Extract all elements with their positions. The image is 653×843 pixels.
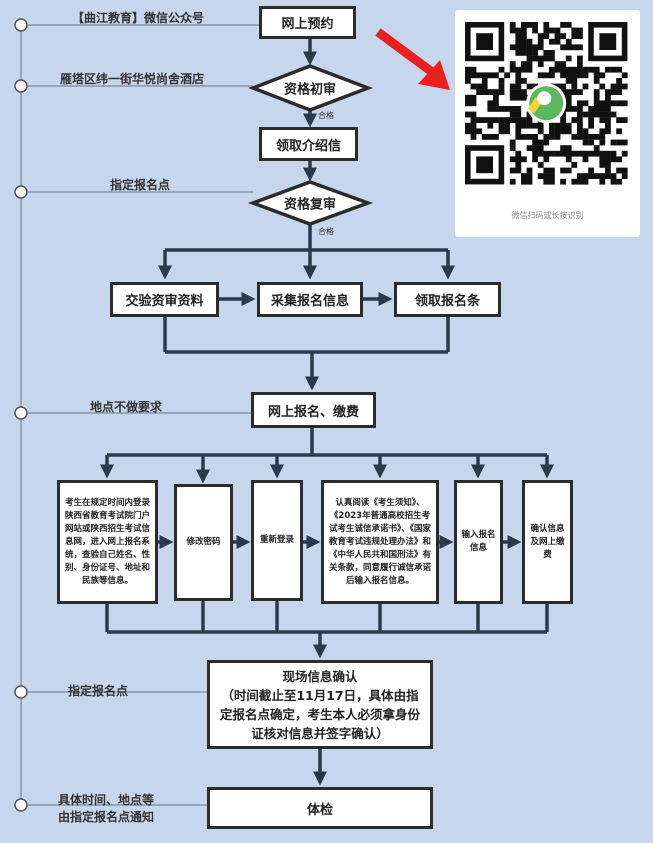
substep-read-pledge: 认真阅读《考生须知》、《2023年普通高校招生考试考生诚信承诺书》、《国家教育考… bbox=[321, 480, 439, 604]
substep-relogin: 重新登录 bbox=[251, 480, 303, 601]
timeline-nodes bbox=[14, 18, 28, 812]
onsite-confirm-detail: （时间截止至11月17日，具体由指定报名点确定，考生本人必须拿身份证核对信息并签… bbox=[219, 687, 420, 741]
substep-input-info: 输入报名信息 bbox=[454, 480, 503, 604]
pass-label-1: 合格 bbox=[318, 111, 334, 120]
timeline-label-2: 雁塔区纬一街华悦尚舍酒店 bbox=[60, 72, 205, 86]
get-letter-box: 领取介绍信 bbox=[259, 127, 358, 161]
timeline-label-5: 指定报名点 bbox=[68, 684, 129, 698]
qr-code[interactable] bbox=[455, 10, 640, 205]
timeline-label-4: 地点不做要求 bbox=[90, 400, 163, 414]
onsite-confirm-title: 现场信息确认 bbox=[282, 668, 358, 684]
second-review-label: 资格复审 bbox=[283, 197, 337, 213]
qr-caption: 微信扫码或长按识别 bbox=[511, 211, 584, 220]
hand-wave-icon bbox=[526, 83, 567, 124]
pass-label-2: 合格 bbox=[318, 227, 334, 236]
second-review-diamond bbox=[247, 180, 374, 226]
timeline-label-6b: 由指定报名点通知 bbox=[58, 810, 155, 824]
online-register-pay-box: 网上报名、缴费 bbox=[251, 392, 376, 428]
substep-change-password: 修改密码 bbox=[174, 484, 233, 601]
substep-login-check: 考生在规定时间内登录陕西省教育考试院门户网站或陕西招生考试信息网，进入网上报名系… bbox=[57, 480, 158, 604]
onsite-confirm-box: 现场信息确认 （时间截止至11月17日，具体由指定报名点确定，考生本人必须拿身份… bbox=[207, 660, 433, 749]
online-reservation-box: 网上预约 bbox=[259, 6, 356, 39]
red-arrow-icon bbox=[375, 28, 450, 90]
timeline-label-1: 【曲江教育】微信公众号 bbox=[72, 11, 205, 25]
qr-code-card[interactable]: 微信扫码或长按识别 bbox=[455, 10, 640, 237]
initial-review-label: 资格初审 bbox=[283, 82, 337, 98]
physical-exam-box: 体检 bbox=[207, 787, 433, 829]
timeline-label-6a: 具体时间、地点等 bbox=[58, 793, 155, 807]
get-slip-box: 领取报名条 bbox=[394, 282, 501, 317]
collect-info-box: 采集报名信息 bbox=[257, 282, 363, 317]
submit-materials-box: 交验资审资料 bbox=[110, 282, 219, 317]
timeline-label-3: 指定报名点 bbox=[110, 178, 171, 192]
initial-review-diamond bbox=[248, 64, 373, 112]
substep-confirm-pay: 确认信息及网上缴费 bbox=[522, 480, 573, 604]
